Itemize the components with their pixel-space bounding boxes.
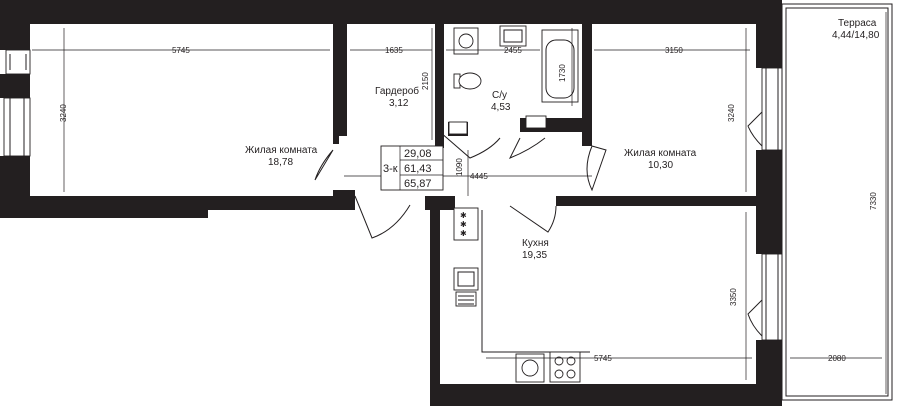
dim-bath-width: 2455: [504, 46, 522, 55]
dim-terrace-height: 7330: [869, 192, 878, 210]
dim-corridor-height: 1090: [455, 158, 464, 176]
dim-wardrobe-height: 2150: [421, 72, 430, 90]
fixtures: ✱ ✱ ✱: [448, 25, 590, 383]
bathroom-area: 4,53: [491, 102, 511, 113]
living-room-1-name: Жилая комната: [245, 145, 318, 156]
wardrobe-name: Гардероб: [375, 85, 419, 97]
svg-text:✱: ✱: [460, 229, 467, 238]
room-labels: Жилая комната 18,78 Гардероб 3,12 С/у 4,…: [245, 18, 880, 261]
terrace: [781, 3, 893, 401]
total-area: 61,43: [404, 163, 432, 175]
living-area: 29,08: [404, 148, 432, 160]
living-room-2-area: 10,30: [648, 160, 673, 171]
terrace-area: 4,44/14,80: [832, 30, 880, 41]
apartment-type: 3-к: [383, 163, 398, 175]
wardrobe-area: 3,12: [389, 98, 409, 109]
living-room-1-area: 18,78: [268, 157, 293, 168]
svg-text:✱: ✱: [460, 220, 467, 229]
dim-terrace-width: 2080: [828, 354, 846, 363]
dim-bath-tub-width: 1730: [558, 64, 567, 82]
dim-kitchen-height: 3350: [729, 288, 738, 306]
dim-living1-width: 5745: [172, 46, 190, 55]
area-summary-table: 3-к 29,08 61,43 65,87: [380, 145, 444, 191]
dim-corridor-width: 4445: [470, 172, 488, 181]
svg-text:✱: ✱: [460, 211, 467, 220]
dim-living2-height: 3240: [727, 104, 736, 122]
dim-living1-height: 3240: [59, 104, 68, 122]
dim-wardrobe-width: 1635: [385, 46, 403, 55]
dim-living2-width: 3150: [665, 46, 683, 55]
dimension-lines: [32, 12, 887, 394]
total-with-terrace: 65,87: [404, 178, 432, 190]
dimension-texts: 5745 3240 1635 2150 2455 1730 3150 3240 …: [59, 46, 878, 363]
bathroom-name: С/у: [492, 90, 507, 101]
terrace-name: Терраса: [838, 18, 877, 29]
living-room-2-name: Жилая комната: [624, 148, 697, 159]
walls: [0, 0, 782, 406]
kitchen-area: 19,35: [522, 250, 547, 261]
doors: [314, 111, 763, 337]
dim-kitchen-width: 5745: [594, 354, 612, 363]
kitchen-name: Кухня: [522, 238, 549, 249]
